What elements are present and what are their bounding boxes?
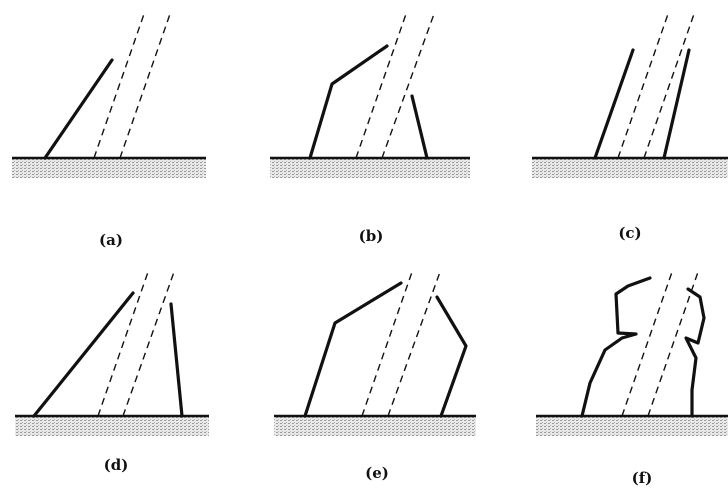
crack-path-left (593, 48, 635, 160)
crack-path-left (32, 291, 135, 418)
panel-a: (a) (12, 13, 206, 249)
beam-edge-left (621, 271, 673, 417)
panel-b-label: (b) (359, 227, 384, 245)
panel-c-label: (c) (618, 224, 641, 242)
panel-d-label: (d) (104, 456, 129, 474)
crack-path-left (580, 276, 652, 418)
panel-a-label: (a) (99, 231, 123, 249)
panel-f: (f) (536, 271, 728, 487)
panel-b: (b) (270, 13, 470, 245)
beam-edge-right (643, 13, 695, 159)
crack-path-right (662, 48, 691, 160)
panel-e: (e) (274, 271, 476, 482)
beam-edge-left (93, 13, 145, 159)
crack-path-right (435, 295, 468, 418)
beam-edge-left (97, 271, 149, 417)
panel-e-label: (e) (365, 464, 389, 482)
beam-edge-left (617, 13, 669, 159)
beam-edge-left (355, 13, 407, 159)
panel-c: (c) (532, 13, 728, 242)
beam-edge-right (122, 271, 175, 417)
ground-hatch (536, 416, 728, 436)
ground-hatch (532, 158, 728, 178)
crack-path-right (684, 287, 706, 418)
ground-hatch (12, 158, 206, 178)
panel-f-label: (f) (632, 469, 653, 487)
beam-edge-right (381, 13, 435, 159)
crack-path-right (169, 302, 184, 418)
ground-hatch (270, 158, 470, 178)
crack-path-right (410, 94, 429, 160)
beam-edge-right (119, 13, 171, 159)
panel-d: (d) (15, 271, 209, 474)
beam-edge-right (647, 271, 699, 417)
crack-path-left (303, 281, 403, 418)
ground-hatch (274, 416, 476, 436)
crack-path (43, 58, 114, 160)
ground-hatch (15, 416, 209, 436)
beam-edge-right (387, 271, 441, 417)
beam-edge-left (361, 271, 413, 417)
crack-path-left (308, 44, 389, 160)
